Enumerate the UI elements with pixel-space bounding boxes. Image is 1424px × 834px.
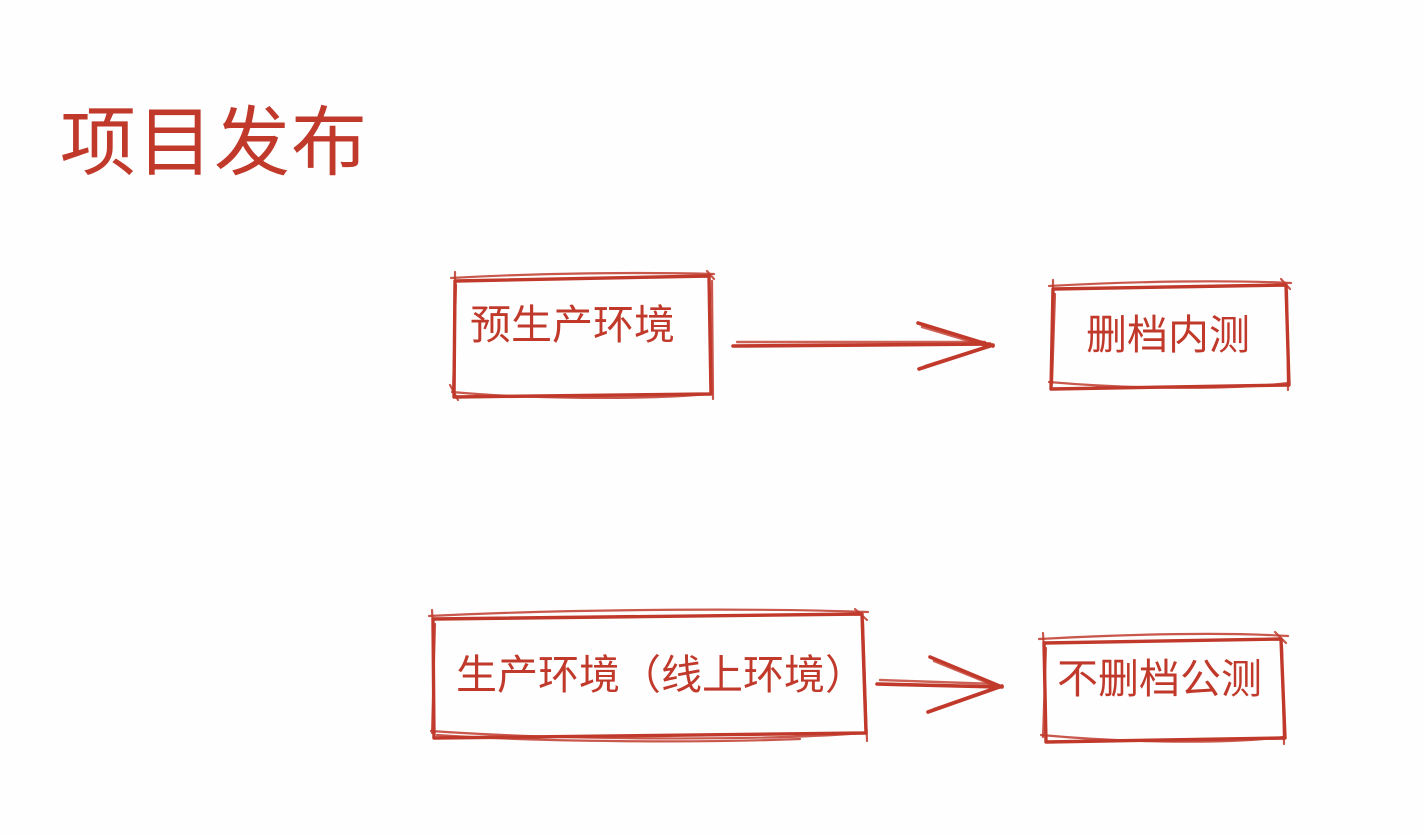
node-label-closed-beta: 删档内测	[1086, 312, 1250, 358]
edge-1-arrow	[731, 321, 995, 371]
edge-2-arrow	[875, 655, 1004, 714]
node-label-pre-prod: 预生产环境	[470, 302, 675, 348]
page-title: 项目发布	[60, 101, 368, 186]
node-label-prod: 生产环境（线上环境）	[456, 652, 866, 698]
node-label-open-beta: 不删档公测	[1057, 656, 1262, 702]
